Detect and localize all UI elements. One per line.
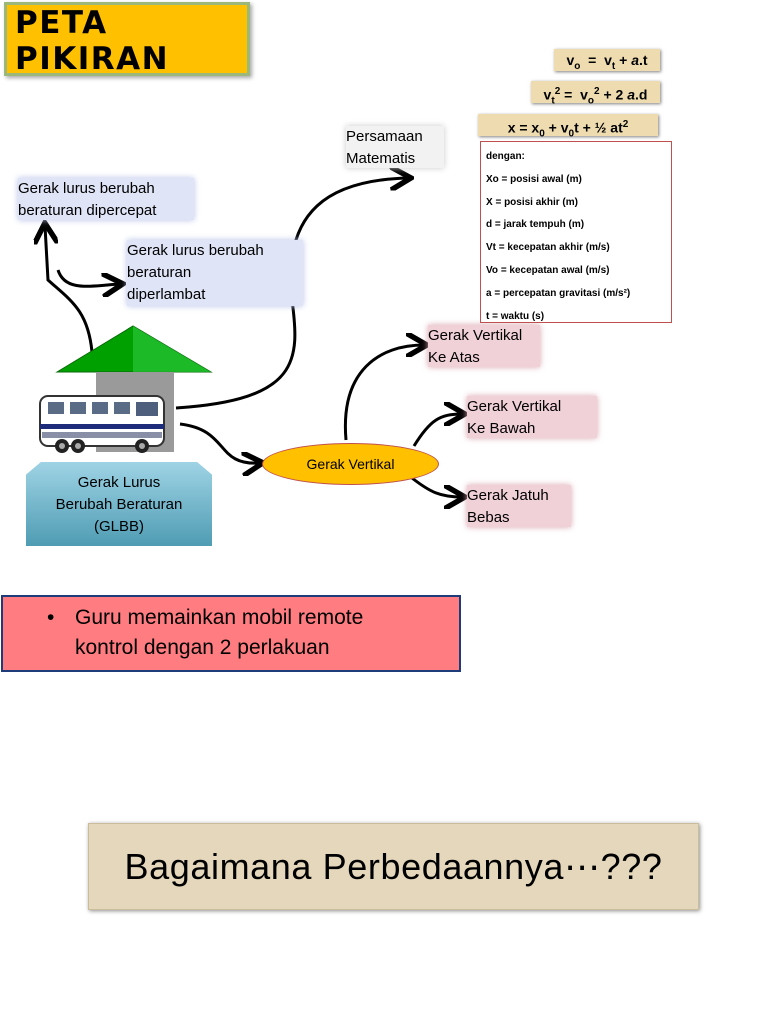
definition-line: Vo = kecepatan awal (m/s) (486, 264, 610, 276)
arrow-to-dipercepat (45, 226, 94, 353)
formula-vt-squared: vt2 = vo2 + 2 a.d (531, 81, 660, 106)
question-box: Bagaimana Perbedaannya⋯??? (88, 823, 699, 910)
bullet-dot: • (47, 606, 55, 629)
title-box: PETA PIKIRAN (4, 2, 250, 76)
label-gerak-jatuh-bebas: Gerak Jatuh Bebas (467, 485, 571, 527)
definition-line: Xo = posisi awal (m) (486, 173, 582, 185)
formula-x: x = x0 + v0t + ½ at2 (478, 114, 658, 139)
question-text: Bagaimana Perbedaannya⋯??? (124, 845, 663, 887)
arrow-to-gerak-vertikal (179, 422, 260, 463)
definition-line: dengan: (486, 151, 525, 162)
glbb-box: Gerak Lurus Berubah Beraturan (GLBB) (26, 462, 212, 546)
title-line-1: PETA (15, 5, 108, 41)
arrow-to-gv-bawah (412, 414, 462, 447)
bullet-box: • Guru memainkan mobil remote kontrol de… (1, 595, 461, 672)
definitions-box: dengan: Xo = posisi awal (m) X = posisi … (480, 141, 672, 323)
definition-line: X = posisi akhir (m) (486, 196, 578, 208)
label-gerak-vertikal-ke-atas: Gerak Vertikal Ke Atas (428, 325, 540, 367)
definition-line: d = jarak tempuh (m) (486, 219, 585, 231)
label-glbb-dipercepat: Gerak lurus berubah beraturan dipercepat (18, 178, 194, 220)
definition-line: Vt = kecepatan akhir (m/s) (486, 242, 610, 254)
label-glbb-diperlambat: Gerak lurus berubah beraturan diperlamba… (127, 240, 303, 306)
label-persamaan-matematis: Persamaan Matematis (346, 126, 444, 168)
label-gerak-vertikal-ke-bawah: Gerak Vertikal Ke Bawah (467, 396, 597, 438)
definition-line: a = percepatan gravitasi (m/s²) (486, 287, 631, 299)
arrow-to-diperlambat (56, 269, 120, 286)
formula-vo: vo = vt + a.t (554, 49, 660, 72)
arrow-to-gv-atas (343, 345, 424, 441)
arrow-to-jatuh-bebas (411, 476, 462, 497)
definition-line: t = waktu (s) (486, 310, 545, 322)
title-line-2: PIKIRAN (15, 41, 170, 77)
bullet-text: Guru memainkan mobil remote kontrol deng… (75, 606, 364, 659)
bus-icon (39, 395, 165, 453)
bus-house-illustration (39, 325, 213, 453)
gerak-vertikal-label: Gerak Vertikal (306, 456, 395, 472)
gerak-vertikal-ellipse: Gerak Vertikal (262, 443, 439, 485)
